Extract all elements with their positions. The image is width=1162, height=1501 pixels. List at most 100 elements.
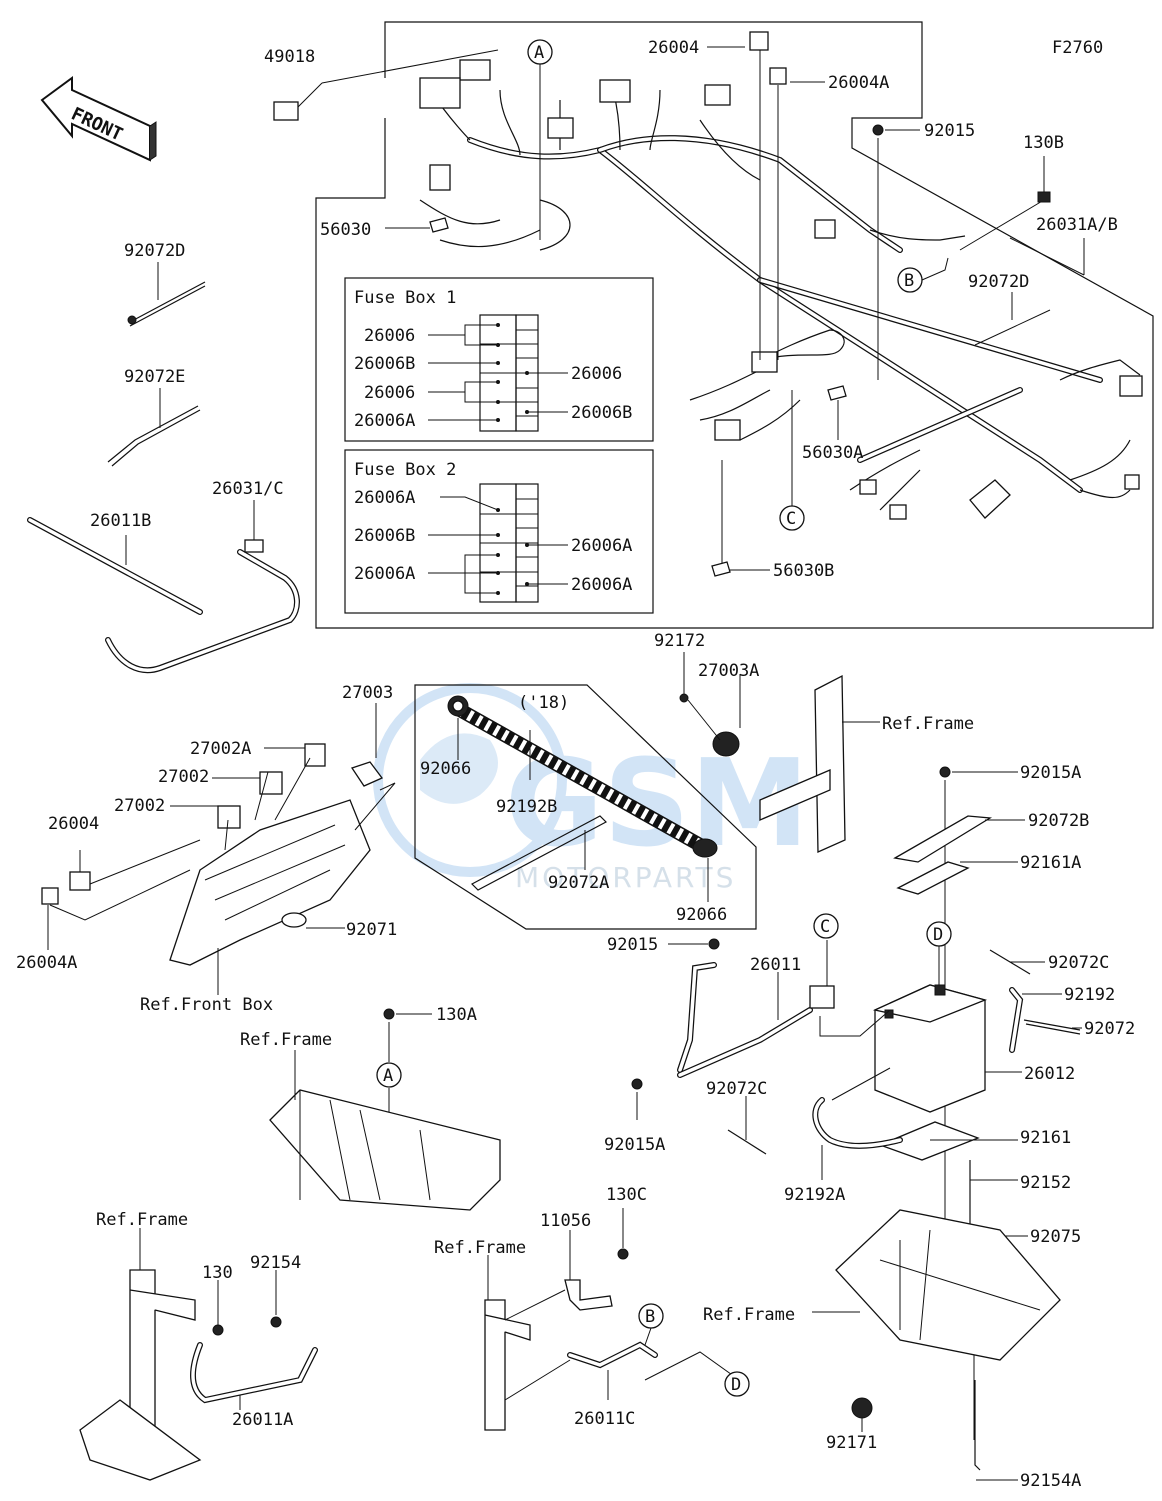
front-box-assembly: [41, 703, 396, 995]
fuse-box-1-left-2: 26006: [364, 383, 415, 403]
callout-b-frame: [638, 1303, 664, 1329]
label-26004A-left: 26004A: [16, 953, 77, 973]
label-92015A-mid: 92015A: [604, 1135, 665, 1155]
fuse-box-2-left-0: 26006A: [354, 488, 415, 508]
callout-c-battery-text: C: [820, 917, 830, 937]
label-26031C: 26031/C: [212, 479, 284, 499]
label-26004A-top: 26004A: [828, 73, 889, 93]
label-ref-front-box: Ref.Front Box: [140, 995, 273, 1015]
fuse-box-2-title: Fuse Box 2: [354, 460, 456, 480]
leader-56030B: [721, 460, 770, 571]
fuse-box-1-right-1: 26006B: [571, 403, 632, 423]
lower-frame-a: [269, 1008, 501, 1211]
fuse-box-1-left-1: 26006B: [354, 354, 415, 374]
leader-26004A-top: [777, 81, 825, 360]
label-56030-sticker: [429, 217, 449, 233]
fuse-box-1-left-0: 26006: [364, 326, 415, 346]
label-26011B: 26011B: [90, 511, 151, 531]
leader-26031AB: [1009, 237, 1085, 276]
leader-92015-top: [877, 129, 920, 380]
bolt-130B: [1037, 191, 1051, 203]
connector-26004A-top: [769, 67, 787, 85]
label-92161: 92161: [1020, 1128, 1071, 1148]
label-92072D-left: 92072D: [124, 241, 185, 261]
label-130: 130: [202, 1263, 233, 1283]
figure-code: F2760: [1052, 38, 1103, 58]
fuse-box-2: Fuse Box 2 26006A 26006B 26006A 26006A 2…: [344, 449, 654, 614]
label-27002-b: 27002: [114, 796, 165, 816]
nut-92015-top: [872, 124, 884, 136]
label-56030: 56030: [320, 220, 371, 240]
label-27003A: 27003A: [698, 661, 759, 681]
label-92066-b: 92066: [676, 905, 727, 925]
year-note: ('18): [518, 693, 569, 713]
label-92192B: 92192B: [496, 797, 557, 817]
label-11056: 11056: [540, 1211, 591, 1231]
fuse-box-2-right-1: 26006A: [571, 575, 632, 595]
lower-frame-center: [484, 1208, 743, 1431]
fuse-box-2-left-1: 26006B: [354, 526, 415, 546]
label-ref-frame-3: Ref.Frame: [96, 1210, 188, 1230]
callout-c-harness-text: C: [786, 509, 796, 529]
fuse-box-2-frame: [344, 449, 654, 614]
cable-26031C: [105, 500, 300, 674]
label-92075: 92075: [1030, 1227, 1081, 1247]
label-92192: 92192: [1064, 985, 1115, 1005]
label-92072C-b: 92072C: [706, 1079, 767, 1099]
label-49018: 49018: [264, 47, 315, 67]
main-wiring-harness: [419, 59, 1143, 520]
label-26012: 26012: [1024, 1064, 1075, 1084]
label-26011A: 26011A: [232, 1410, 293, 1430]
label-ref-frame-1: Ref.Frame: [882, 714, 974, 734]
leader-callout-b: [921, 257, 949, 281]
callout-d-frame: [724, 1371, 750, 1397]
frame-27003A: [679, 674, 880, 853]
tie-92072E: [107, 388, 201, 467]
fuse-box-2-right-0: 26006A: [571, 536, 632, 556]
cable-26011B: [27, 517, 203, 615]
label-26004-left: 26004: [48, 814, 99, 834]
fuse-box-1-frame: [344, 277, 654, 442]
callout-a-harness-text: A: [534, 43, 544, 63]
fuse-box-2-left-2: 26006A: [354, 564, 415, 584]
label-92066-a: 92066: [420, 759, 471, 779]
label-130B: 130B: [1023, 133, 1064, 153]
callout-c-battery: [813, 913, 839, 939]
tie-92072D-left: [127, 262, 206, 327]
leader-26004-top: [707, 46, 761, 360]
connector-26004-top: [749, 31, 769, 51]
label-27002A: 27002A: [190, 739, 251, 759]
label-27002-a: 27002: [158, 767, 209, 787]
watermark-secondary: MOTORPARTS: [515, 861, 736, 894]
label-56030B-sticker: [711, 561, 731, 577]
callout-b-harness-text: B: [904, 271, 914, 291]
label-92072D-right: 92072D: [968, 272, 1029, 292]
label-26031AB: 26031A/B: [1036, 215, 1118, 235]
battery-tray-parts: [812, 766, 1082, 1481]
label-26011: 26011: [750, 955, 801, 975]
callout-a-frame: [376, 1062, 402, 1088]
label-26004-top: 26004: [648, 38, 699, 58]
fuse-box-1-right-0: 26006: [571, 364, 622, 384]
callout-d-frame-text: D: [731, 1375, 741, 1395]
label-92015-top: 92015: [924, 121, 975, 141]
connector-49018: [273, 101, 299, 121]
label-26011C: 26011C: [574, 1409, 635, 1429]
fuse-box-1-title: Fuse Box 1: [354, 288, 456, 308]
leader-92072D-right: [974, 292, 1051, 346]
label-92072B: 92072B: [1028, 811, 1089, 831]
label-ref-frame-5: Ref.Frame: [703, 1305, 795, 1325]
label-92072A: 92072A: [548, 873, 609, 893]
leader-130B: [959, 156, 1045, 251]
label-56030A: 56030A: [802, 443, 863, 463]
label-ref-frame-2: Ref.Frame: [240, 1030, 332, 1050]
label-92015A-top: 92015A: [1020, 763, 1081, 783]
callout-a-frame-text: A: [383, 1066, 393, 1086]
front-arrow-icon: FRONT: [40, 76, 157, 162]
label-92015-mid: 92015: [607, 935, 658, 955]
rod-assembly: [447, 695, 718, 902]
lower-frame-left: [79, 1228, 318, 1481]
label-92071: 92071: [346, 920, 397, 940]
label-92072C-a: 92072C: [1048, 953, 1109, 973]
